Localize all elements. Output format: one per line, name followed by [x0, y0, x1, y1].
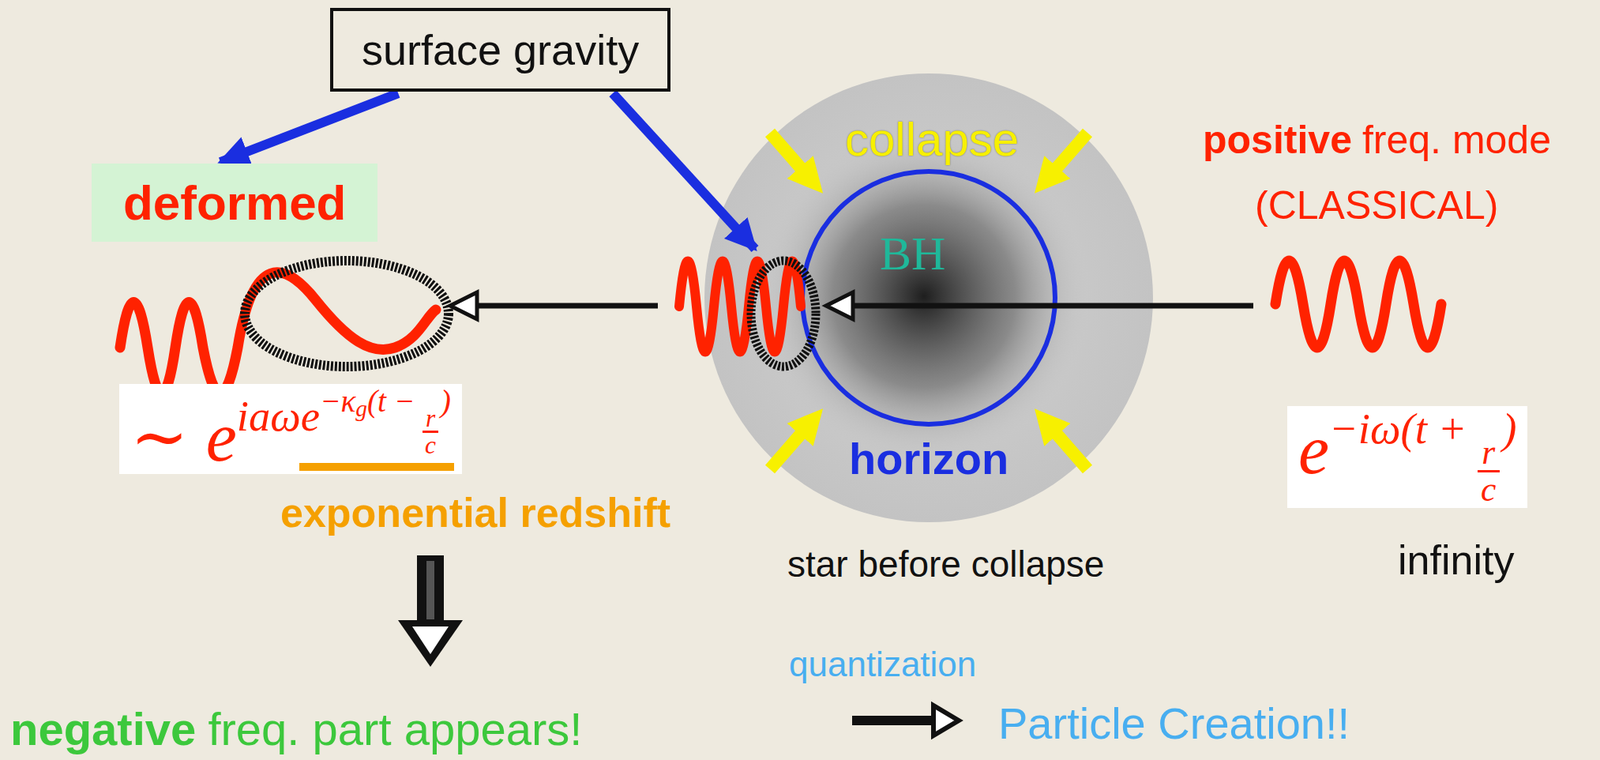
formula-term: iaωe	[236, 391, 320, 440]
highlight-box: deformed	[91, 163, 378, 242]
superscript: −κg(t −rc)	[319, 385, 451, 459]
formula-box: ∼ eiaωe−κg(t −rc)	[119, 383, 462, 474]
conclusion: negative	[10, 702, 196, 755]
formula-term: (t −	[367, 383, 415, 418]
formula-box: e−iω(t +rc)	[1287, 405, 1528, 508]
label-line: quantization	[788, 644, 977, 685]
formula-term: −iω(t +	[1329, 404, 1467, 453]
connector-arrow	[220, 93, 399, 162]
formula-term: −κ	[319, 383, 356, 418]
box-label: deformed	[123, 175, 346, 230]
fraction: rc	[422, 405, 439, 459]
fraction-denominator: c	[422, 430, 439, 458]
propagation-arrow	[851, 303, 1254, 309]
collapse-arrow	[769, 132, 803, 170]
conclusion: freq. part appears!	[207, 702, 583, 755]
formula-base: e	[1298, 411, 1330, 489]
fraction-numerator: r	[1481, 435, 1495, 470]
deformed-wave	[120, 272, 436, 394]
mode-label: (CLASSICAL)	[1254, 183, 1499, 228]
region-label: BH	[879, 227, 946, 280]
formula-base: ∼ e	[130, 398, 237, 476]
down-arrow-head	[412, 626, 449, 654]
fraction-denominator: c	[1477, 469, 1500, 508]
label-line: negativefreq. part appears!	[10, 702, 583, 756]
formula-term: )	[440, 383, 451, 418]
box-label: surface gravity	[361, 26, 639, 74]
annotation: quantization	[788, 644, 977, 684]
label-line: horizon	[848, 433, 1009, 485]
underline-bar	[299, 462, 455, 471]
horizon-wave	[679, 261, 801, 353]
propagation-arrow-head	[826, 292, 853, 320]
formula-term: )	[1502, 404, 1517, 453]
down-arrow-head	[398, 619, 463, 667]
right-arrow	[852, 715, 936, 725]
collapse-arrow	[1055, 132, 1088, 170]
fraction: rc	[1477, 435, 1500, 507]
star	[704, 73, 1154, 523]
callout-box: surface gravity	[330, 7, 671, 92]
conclusion: Particle Creation!!	[998, 698, 1350, 748]
mode-label: freq. mode	[1362, 117, 1552, 162]
caption-note: infinity	[1397, 537, 1514, 583]
label-line: BH	[879, 226, 946, 282]
fraction-numerator: r	[425, 405, 436, 431]
highlight-ellipse	[751, 260, 816, 367]
formula-subscript: g	[355, 395, 368, 421]
incoming-wave	[1275, 260, 1442, 348]
collapse-arrow	[769, 431, 803, 470]
propagation-arrow	[473, 303, 658, 309]
propagation-arrow-head	[450, 292, 477, 320]
label-line: infinity	[1397, 537, 1514, 585]
down-arrow	[416, 555, 444, 622]
black-hole-core	[758, 130, 1090, 462]
label-line: (CLASSICAL)	[1254, 183, 1499, 230]
label-line: star before collapse	[787, 543, 1105, 586]
leader-arrow	[612, 93, 755, 249]
label-line: Particle Creation!!	[998, 698, 1350, 749]
label-line: exponential redshift	[280, 489, 671, 538]
horizon-circle	[802, 171, 1056, 425]
superscript: −iω(t +rc)	[1329, 407, 1517, 507]
region-label: horizon	[848, 433, 1009, 484]
superscript: iaωe−κg(t −rc)	[236, 385, 451, 459]
region-label: collapse	[845, 112, 1019, 166]
label-line: collapse	[845, 112, 1019, 167]
highlight-ellipse	[244, 260, 449, 367]
right-arrow-head	[933, 705, 959, 736]
down-arrow	[426, 560, 435, 620]
caption-note: star before collapse	[787, 543, 1105, 585]
mode-label: positive	[1202, 117, 1353, 162]
collapse-arrow	[1055, 431, 1088, 470]
annotation: exponential redshift	[280, 489, 671, 536]
label-line: positivefreq. mode	[1202, 117, 1552, 164]
